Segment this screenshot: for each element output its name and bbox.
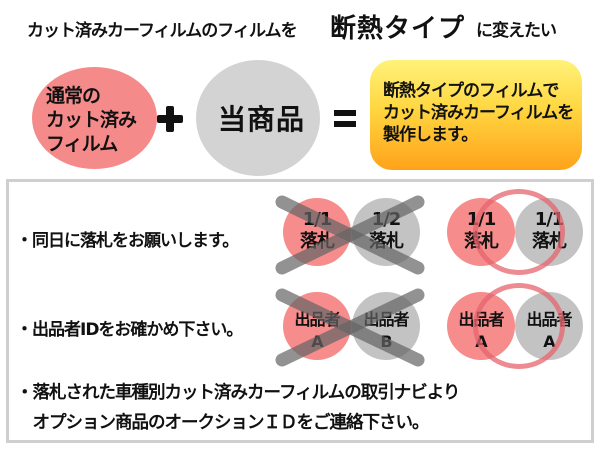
title-prefix: カット済みカーフィルムのフィルムを: [27, 21, 298, 41]
circle-ok-icon: [473, 189, 565, 275]
rule-same-day-label: ・同日に落札をお願いします。: [16, 231, 239, 251]
circle-ok-icon: [473, 283, 565, 369]
cross-icon: [275, 195, 425, 275]
result-text: 断熱タイプのフィルムで カット済みカーフィルムを 製作します。: [383, 81, 574, 145]
equals-icon: [334, 110, 356, 128]
title-emphasis: 断熱タイプ: [330, 14, 466, 44]
regular-film-text: 通常の カット済み フィルム: [46, 85, 137, 155]
auction-id-note: ・落札された車種別カット済みカーフィルムの取引ナビより オプション商品のオークシ…: [16, 383, 460, 433]
this-product-text: 当商品: [218, 103, 306, 136]
title-suffix: に変えたい: [476, 21, 557, 41]
page-title: カット済みカーフィルムのフィルムを 断熱タイプ に変えたい: [0, 8, 600, 48]
rule-seller-id-label: ・出品者IDをお確かめ下さい。: [16, 320, 243, 340]
result-box: [370, 60, 582, 170]
regular-film-circle: [32, 67, 157, 169]
cross-icon: [275, 288, 425, 367]
plus-icon: [155, 104, 185, 134]
this-product-circle: [196, 60, 320, 176]
